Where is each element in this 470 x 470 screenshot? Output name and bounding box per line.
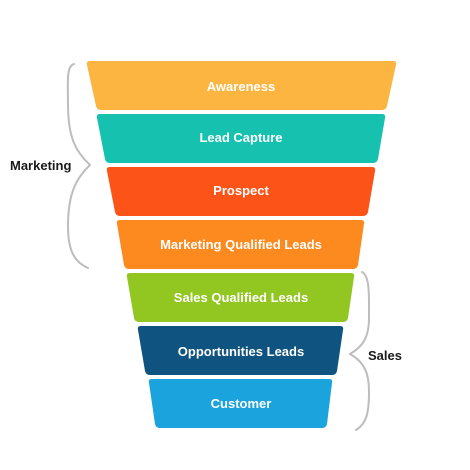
sales-brace	[349, 271, 371, 431]
stage-label: Sales Qualified Leads	[174, 290, 308, 305]
stage-label: Marketing Qualified Leads	[160, 237, 322, 252]
funnel-stage-prospect: Prospect	[106, 167, 376, 216]
funnel-stage-marketing-qualified-leads: Marketing Qualified Leads	[116, 220, 365, 269]
stage-label: Prospect	[213, 183, 269, 198]
stage-label: Lead Capture	[199, 130, 282, 145]
funnel-stage-awareness: Awareness	[86, 61, 397, 110]
marketing-label: Marketing	[10, 158, 71, 173]
stage-label: Opportunities Leads	[178, 344, 304, 359]
stage-label: Customer	[211, 396, 272, 411]
stage-shape	[116, 220, 365, 269]
stage-shape	[137, 326, 344, 375]
funnel-stage-sales-qualified-leads: Sales Qualified Leads	[126, 273, 355, 322]
stage-shape	[126, 273, 355, 322]
marketing-brace	[66, 63, 91, 269]
stage-shape	[106, 167, 376, 216]
stage-shape	[96, 114, 386, 163]
stage-label: Awareness	[207, 79, 275, 94]
stage-shape	[148, 379, 333, 428]
stage-shape	[86, 61, 397, 110]
funnel-stage-lead-capture: Lead Capture	[96, 114, 386, 163]
funnel-stage-opportunities-leads: Opportunities Leads	[137, 326, 344, 375]
funnel-stage-customer: Customer	[148, 379, 333, 428]
sales-label: Sales	[368, 348, 402, 363]
